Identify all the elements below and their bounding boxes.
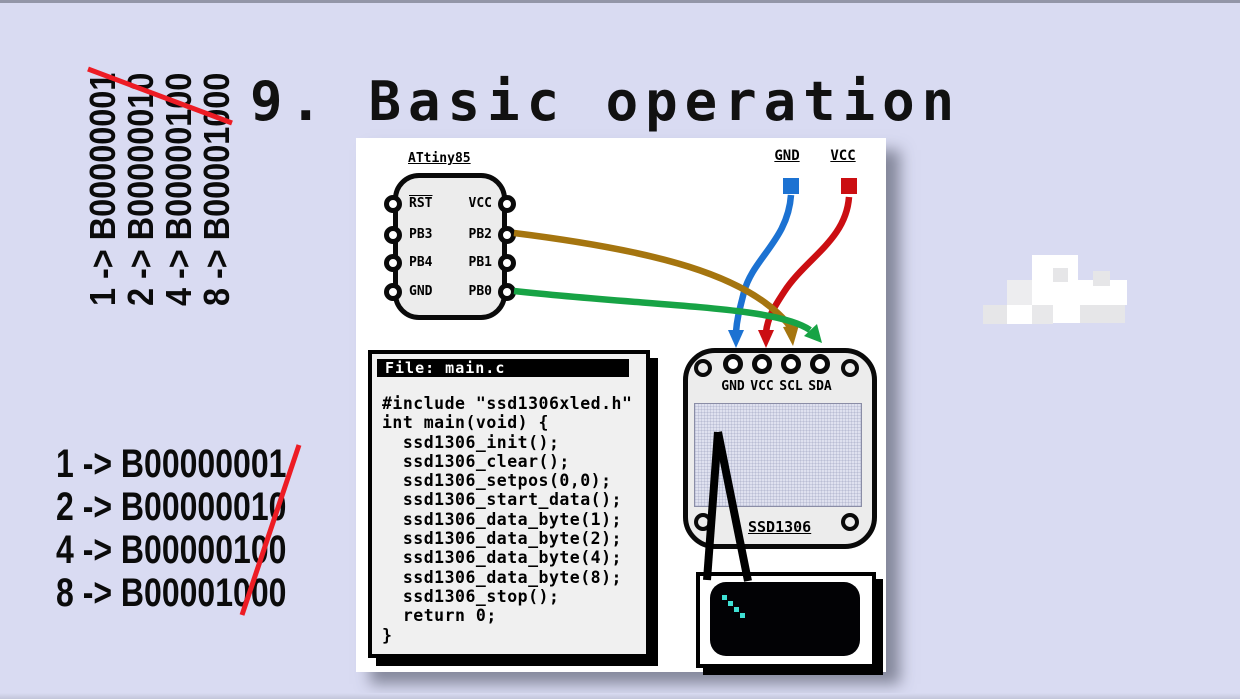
chip-pin-pb0 [498, 283, 516, 301]
chip-pin-gnd [384, 283, 402, 301]
code-line: ssd1306_clear(); [382, 451, 570, 471]
code-line: ssd1306_data_byte(8); [382, 567, 622, 587]
top-edge-strip [0, 0, 1240, 3]
chip-pin-label-rst: RST [409, 196, 433, 211]
chip-pin-label-pb1: PB1 [468, 255, 492, 270]
attiny85-chip [393, 173, 507, 320]
binary-mapping-rotated: 1 -> B00000001 2 -> B00000010 4 -> B0000… [82, 50, 237, 306]
module-pin-sda [810, 354, 830, 374]
module-pin-vcc [752, 354, 772, 374]
chip-pin-pb1 [498, 254, 516, 272]
code-line: } [382, 625, 393, 645]
lit-pixel [734, 607, 739, 612]
binary-line: 2 -> B00000010 [56, 485, 287, 529]
chip-pin-pb3 [384, 226, 402, 244]
binary-mapping-horizontal: 1 -> B00000001 2 -> B00000010 4 -> B0000… [56, 443, 356, 623]
page-title: 9. Basic operation [250, 70, 962, 133]
code-line: ssd1306_data_byte(1); [382, 509, 622, 529]
chip-pin-label-vcc: VCC [468, 196, 492, 211]
code-line: ssd1306_stop(); [382, 586, 560, 606]
module-pin-label-scl: SCL [779, 379, 803, 394]
binary-line: 4 -> B00000100 [158, 72, 199, 306]
chip-pin-label-gnd: GND [409, 284, 433, 299]
code-line: ssd1306_start_data(); [382, 490, 622, 510]
binary-line: 1 -> B00000001 [82, 72, 123, 306]
module-oled-screen [694, 403, 862, 507]
binary-line: 4 -> B00000100 [56, 528, 287, 572]
module-pin-label-vcc: VCC [750, 379, 774, 394]
gnd-wire-stub [783, 178, 799, 194]
code-file-header: File: main.c [377, 359, 629, 377]
module-pin-gnd [723, 354, 743, 374]
module-name-label: SSD1306 [748, 518, 812, 536]
zoomed-display-frame [696, 572, 876, 668]
mount-hole [841, 359, 859, 377]
binary-line: 2 -> B00000010 [120, 72, 161, 306]
mount-hole [841, 513, 859, 531]
code-line: ssd1306_data_byte(2); [382, 529, 622, 549]
chip-pin-label-pb0: PB0 [468, 284, 492, 299]
vcc-source-label: VCC [830, 148, 856, 164]
binary-line: 8 -> B00001000 [56, 571, 287, 615]
module-pin-scl [781, 354, 801, 374]
bottom-edge-strip [0, 693, 1240, 699]
lit-pixel [722, 595, 727, 600]
chip-pin-vcc [498, 195, 516, 213]
code-line: ssd1306_init(); [382, 432, 560, 452]
mount-hole [694, 359, 712, 377]
chip-pin-rst [384, 195, 402, 213]
code-panel: File: main.c #include "ssd1306xled.h" in… [368, 350, 650, 658]
code-line: ssd1306_data_byte(4); [382, 548, 622, 568]
code-line: #include "ssd1306xled.h" [382, 394, 633, 413]
attiny85-label: ATtiny85 [408, 151, 471, 166]
chip-pin-label-pb4: PB4 [409, 255, 433, 270]
mount-hole [694, 513, 712, 531]
lit-pixel [740, 613, 745, 618]
binary-line: 1 -> B00000001 [56, 442, 287, 486]
chip-pin-pb2 [498, 226, 516, 244]
code-line: int main(void) { [382, 413, 549, 433]
code-listing: #include "ssd1306xled.h" int main(void) … [382, 394, 632, 645]
code-line: return 0; [382, 606, 497, 626]
chip-pin-pb4 [384, 254, 402, 272]
code-line: ssd1306_setpos(0,0); [382, 471, 612, 491]
module-pin-label-gnd: GND [721, 379, 745, 394]
chip-pin-label-pb2: PB2 [468, 227, 492, 242]
gnd-source-label: GND [774, 148, 800, 164]
zoomed-display-screen [710, 582, 860, 656]
module-pin-label-sda: SDA [808, 379, 832, 394]
chip-pin-label-pb3: PB3 [409, 227, 433, 242]
lit-pixel [728, 601, 733, 606]
binary-line: 8 -> B00001000 [196, 72, 237, 306]
vcc-wire-stub [841, 178, 857, 194]
